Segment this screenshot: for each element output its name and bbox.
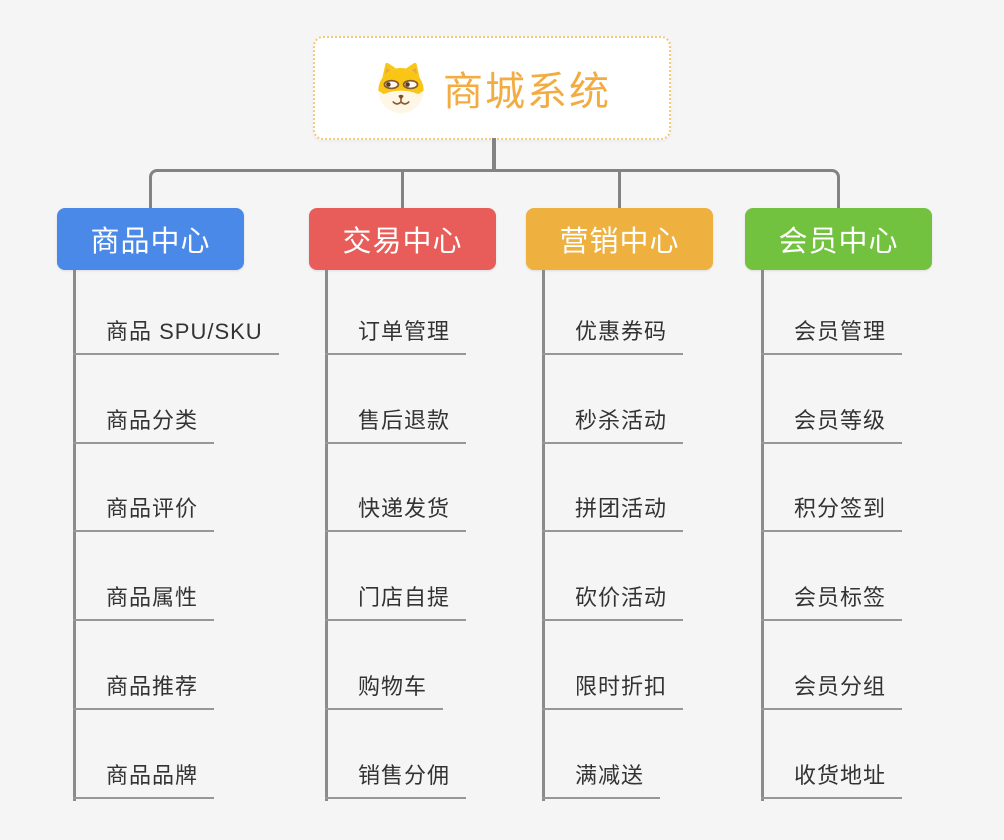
topic-leaf[interactable]: 商品品牌 [73, 757, 215, 799]
topic-leaf[interactable]: 会员标签 [761, 579, 903, 621]
topic-leaf[interactable]: 商品属性 [73, 579, 215, 621]
topic-leaf[interactable]: 优惠券码 [542, 313, 684, 355]
topic-leaf[interactable]: 限时折扣 [542, 668, 684, 710]
branch-connector-bus [149, 169, 840, 208]
topic-leaf[interactable]: 销售分佣 [325, 757, 467, 799]
topic-leaf[interactable]: 积分签到 [761, 490, 903, 532]
branch-label: 交易中心 [342, 226, 463, 258]
branch-product-center[interactable]: 商品中心 [57, 208, 244, 270]
shiba-dog-icon [378, 62, 424, 114]
branch-trunk-marketing: 优惠券码 秒杀活动 拼团活动 砍价活动 限时折扣 满减送 [542, 270, 684, 801]
topic-leaf[interactable]: 商品评价 [73, 490, 215, 532]
topic-leaf[interactable]: 商品 SPU/SKU [73, 313, 279, 355]
branch-member-center[interactable]: 会员中心 [745, 208, 932, 270]
topic-leaf[interactable]: 拼团活动 [542, 490, 684, 532]
topic-leaf[interactable]: 购物车 [325, 668, 444, 710]
branch-label: 营销中心 [559, 226, 680, 258]
topic-leaf[interactable]: 快递发货 [325, 490, 467, 532]
root-topic[interactable]: 商城系统 [313, 36, 671, 140]
branch-label: 会员中心 [778, 226, 899, 258]
root-connector-stem [492, 138, 496, 171]
branch-trade-center[interactable]: 交易中心 [309, 208, 496, 270]
topic-leaf[interactable]: 满减送 [542, 757, 661, 799]
branch-trunk-product: 商品 SPU/SKU 商品分类 商品评价 商品属性 商品推荐 商品品牌 [73, 270, 279, 801]
branch-label: 商品中心 [90, 226, 211, 258]
branch-trunk-member: 会员管理 会员等级 积分签到 会员标签 会员分组 收货地址 [761, 270, 903, 801]
branch-connector-drop [401, 171, 404, 208]
topic-leaf[interactable]: 订单管理 [325, 313, 467, 355]
root-topic-label: 商城系统 [443, 70, 611, 114]
topic-leaf[interactable]: 秒杀活动 [542, 402, 684, 444]
topic-leaf[interactable]: 商品分类 [73, 402, 215, 444]
topic-leaf[interactable]: 会员管理 [761, 313, 903, 355]
branch-connector-drop [618, 171, 621, 208]
topic-leaf[interactable]: 商品推荐 [73, 668, 215, 710]
branch-trunk-trade: 订单管理 售后退款 快递发货 门店自提 购物车 销售分佣 [325, 270, 467, 801]
topic-leaf[interactable]: 门店自提 [325, 579, 467, 621]
topic-leaf[interactable]: 会员等级 [761, 402, 903, 444]
topic-leaf[interactable]: 会员分组 [761, 668, 903, 710]
branch-marketing-center[interactable]: 营销中心 [526, 208, 713, 270]
topic-leaf[interactable]: 收货地址 [761, 757, 903, 799]
topic-leaf[interactable]: 售后退款 [325, 402, 467, 444]
topic-leaf[interactable]: 砍价活动 [542, 579, 684, 621]
